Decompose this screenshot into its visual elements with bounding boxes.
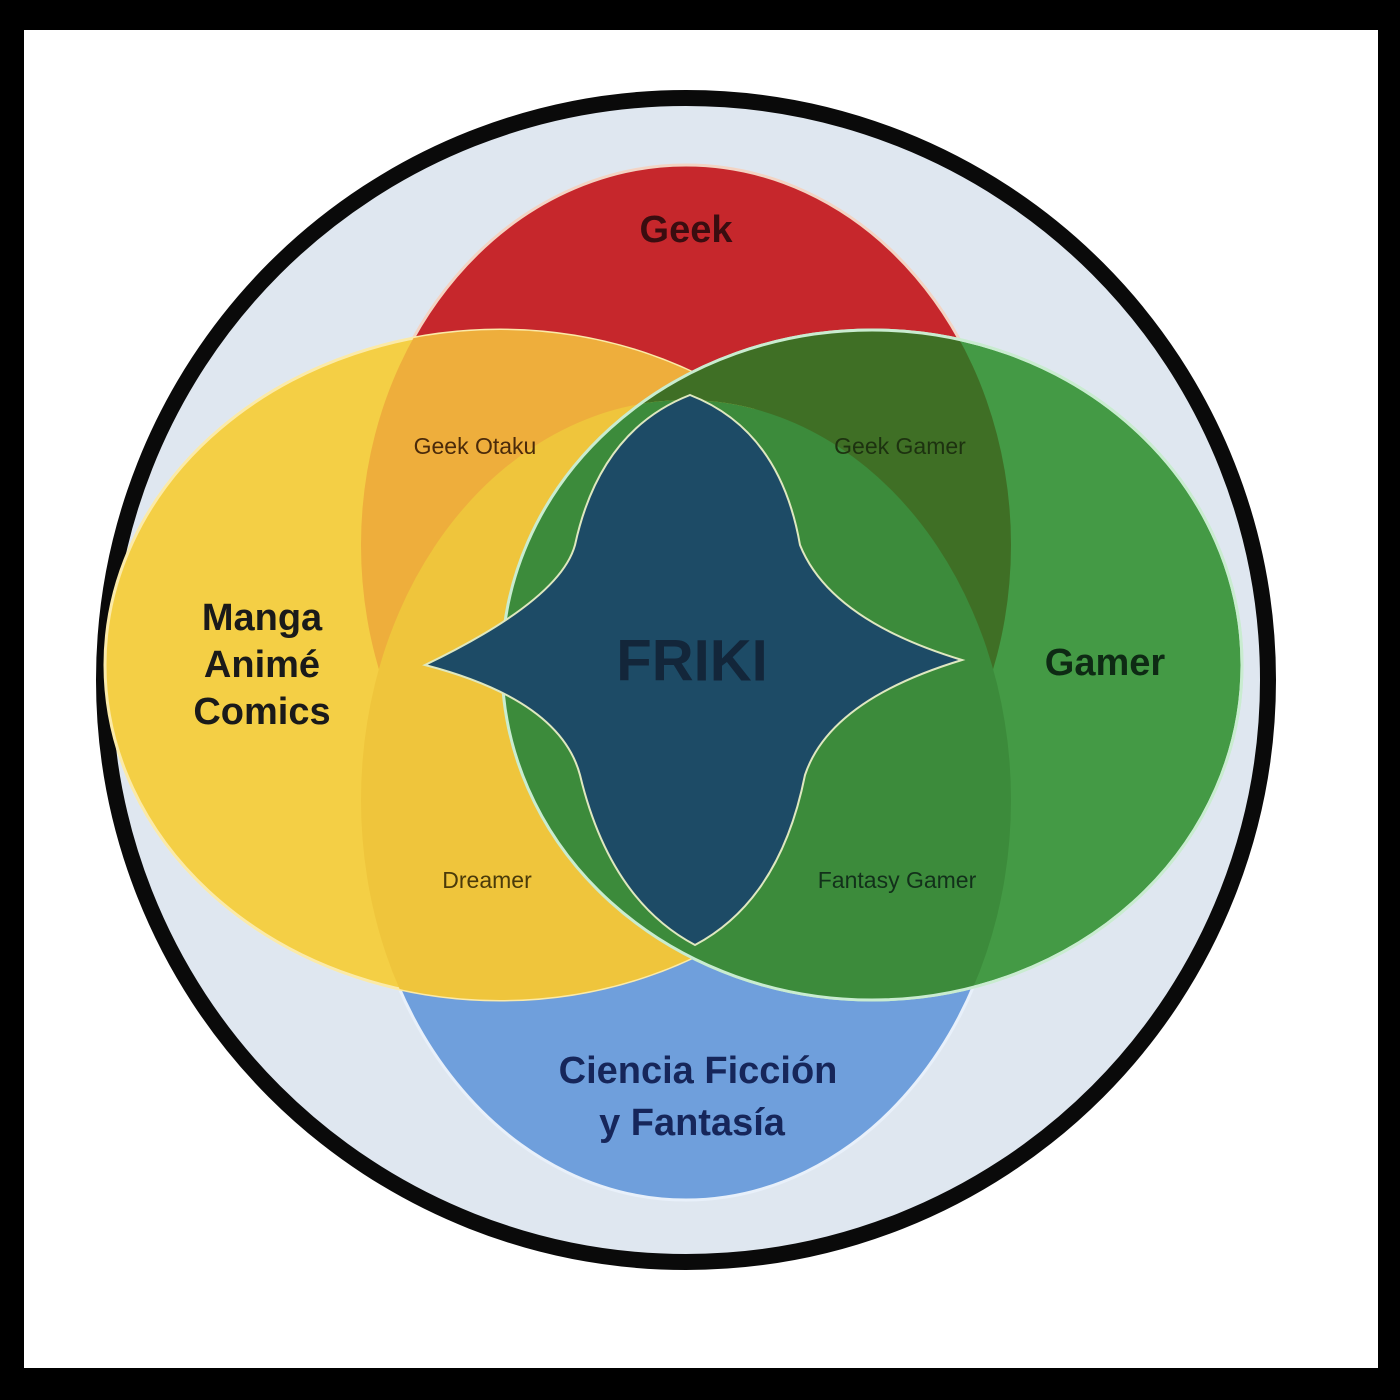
label-friki: FRIKI xyxy=(616,628,767,693)
label-fantasy-gamer: Fantasy Gamer xyxy=(818,867,977,893)
label-geek-gamer: Geek Gamer xyxy=(834,433,966,459)
label-gamer: Gamer xyxy=(1045,642,1166,684)
label-scifi-line1: Ciencia Ficción xyxy=(559,1050,838,1092)
label-manga-line3: Comics xyxy=(193,691,330,733)
label-geek-otaku: Geek Otaku xyxy=(414,433,537,459)
center-friki-region xyxy=(422,393,966,947)
label-manga-line1: Manga xyxy=(202,597,323,639)
label-scifi-line2: y Fantasía xyxy=(599,1102,786,1144)
label-geek: Geek xyxy=(640,209,734,251)
label-manga-line2: Animé xyxy=(204,644,320,686)
label-dreamer: Dreamer xyxy=(442,867,532,893)
